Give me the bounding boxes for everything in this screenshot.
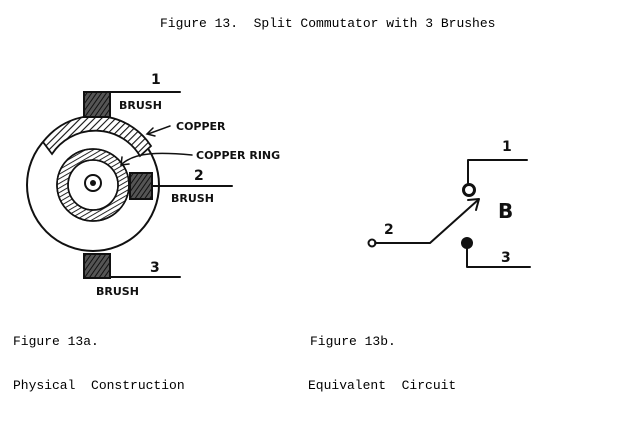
switch-blade: [374, 199, 479, 244]
brush-bottom: [83, 253, 111, 279]
label-terminal-2a: 2: [194, 168, 204, 184]
shaft-dot: [90, 180, 96, 186]
figure-13b-description: Equivalent Circuit: [308, 378, 457, 393]
wire-terminal-3: [466, 248, 531, 268]
label-switch-b: B: [498, 199, 513, 223]
label-terminal-1a: 1: [151, 72, 161, 88]
copper-segment: [41, 114, 153, 158]
label-terminal-3a: 3: [150, 260, 160, 276]
label-copper-ring: COPPER RING: [196, 149, 280, 162]
figure-13b-caption: Figure 13b.: [310, 334, 396, 349]
label-terminal-3b: 3: [501, 250, 511, 266]
label-brush-bottom: BRUSH: [96, 285, 139, 298]
contact-open: [462, 183, 476, 197]
contact-closed: [461, 237, 473, 249]
brush-top: [83, 91, 111, 118]
pointer-copper-arrowhead: [145, 127, 156, 137]
figure-13b-drawing: 1 B 2 3: [367, 139, 531, 268]
pointer-copper-ring-arrowhead: [120, 156, 130, 166]
brush-right: [129, 172, 153, 200]
pointer-copper-ring: [121, 152, 193, 165]
switch-arrowhead: [467, 198, 480, 211]
label-terminal-1b: 1: [502, 139, 512, 155]
figure-13a-drawing: 1 BRUSH COPPER COPPER RING 2 BRUSH 3 BRU…: [26, 72, 280, 298]
figure-13a-description: Physical Construction: [13, 378, 185, 393]
figure-13a-caption: Figure 13a.: [13, 334, 99, 349]
copper-ring-inner-edge: [67, 159, 119, 211]
pointer-copper: [147, 125, 171, 135]
wire-terminal-1: [467, 159, 528, 184]
label-copper: COPPER: [176, 120, 226, 133]
label-terminal-2b: 2: [384, 222, 394, 238]
label-brush-right: BRUSH: [171, 192, 214, 205]
page-title: Figure 13. Split Commutator with 3 Brush…: [160, 16, 496, 31]
label-brush-top: BRUSH: [119, 99, 162, 112]
